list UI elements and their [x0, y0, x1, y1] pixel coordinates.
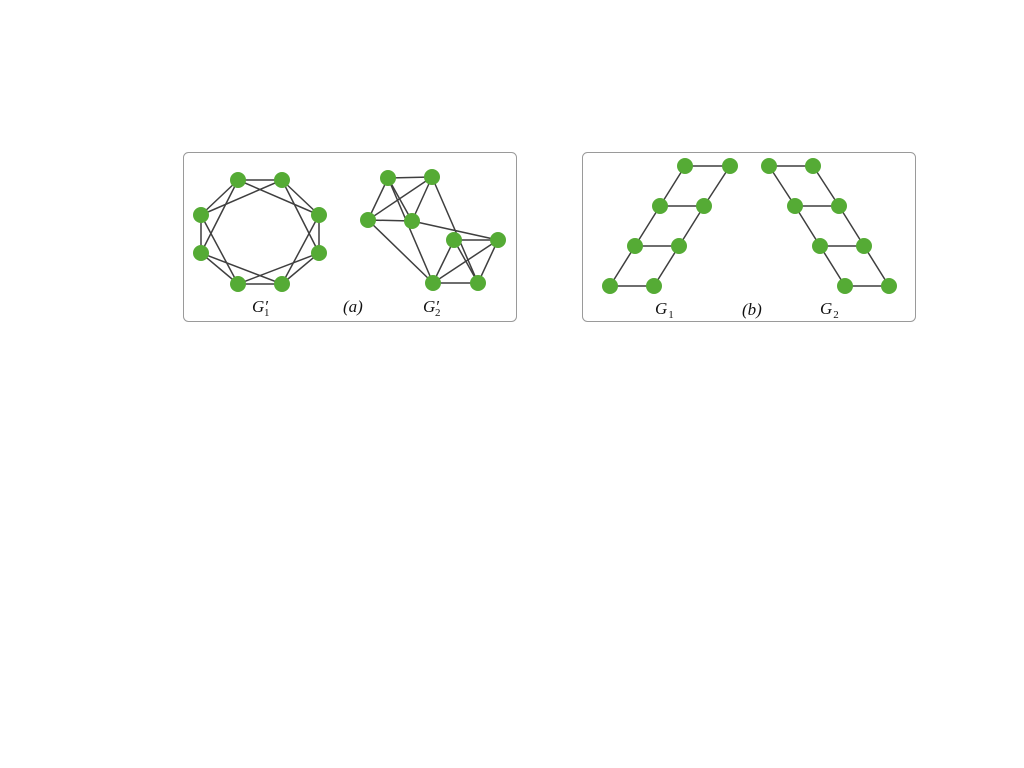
caption-b: (b): [742, 300, 762, 319]
edge-g1-prime-14: [200, 179, 239, 254]
panel-a: G′1 (a) G′2: [183, 152, 517, 322]
edge-g2-prime-3: [387, 177, 413, 222]
edge-g2-prime-14: [453, 239, 479, 284]
node-g1-prime-4: [274, 276, 290, 292]
node-g1-prime-1: [274, 172, 290, 188]
edge-g1-prime-15: [200, 179, 283, 216]
caption-a: (a): [343, 297, 363, 316]
node-g2-6: [837, 278, 853, 294]
edge-g1-prime-9: [281, 179, 320, 254]
edge-g2-prime-9: [411, 220, 499, 241]
edge-g1-prime-13: [200, 214, 239, 285]
node-g1-prime-6: [193, 245, 209, 261]
label-g2-prime: G′2: [423, 297, 441, 319]
edge-g1-prime-8: [237, 179, 320, 216]
edge-g1-prime-7: [200, 179, 239, 216]
edge-g1-prime-11: [237, 252, 320, 285]
graph-g2-prime-nodes: [360, 169, 506, 291]
edge-g2-prime-4: [411, 176, 433, 222]
edge-g2-prime-6: [387, 177, 434, 284]
label-g1-prime: G′1: [252, 297, 270, 319]
graph-g2-nodes: [761, 158, 897, 294]
node-g2-prime-2: [360, 212, 376, 228]
edge-g1-prime-1: [281, 179, 320, 216]
node-g2-5: [856, 238, 872, 254]
node-g2-prime-1: [424, 169, 440, 185]
edge-g1-prime-5: [200, 252, 239, 285]
node-g2-prime-6: [425, 275, 441, 291]
node-g2-7: [881, 278, 897, 294]
node-g2-prime-3: [404, 213, 420, 229]
node-g2-3: [831, 198, 847, 214]
node-g2-4: [812, 238, 828, 254]
node-g2-2: [787, 198, 803, 214]
edge-g1-prime-12: [200, 252, 283, 285]
node-g1-prime-7: [193, 207, 209, 223]
node-g2-prime-0: [380, 170, 396, 186]
label-g1: G1: [655, 299, 674, 321]
node-g1-0: [677, 158, 693, 174]
edge-g2-prime-8: [367, 219, 434, 284]
node-g2-prime-7: [446, 232, 462, 248]
node-g1-4: [627, 238, 643, 254]
graph-g1-nodes: [602, 158, 738, 294]
node-g1-prime-5: [230, 276, 246, 292]
node-g1-prime-0: [230, 172, 246, 188]
node-g1-5: [671, 238, 687, 254]
node-g2-prime-4: [490, 232, 506, 248]
node-g1-6: [602, 278, 618, 294]
node-g1-3: [696, 198, 712, 214]
panel-b: G1 (b) G2: [582, 152, 916, 322]
panel-b-frame: [582, 152, 916, 322]
graph-g1-prime-nodes: [193, 172, 327, 292]
edge-g1-prime-10: [281, 214, 320, 285]
node-g2-1: [805, 158, 821, 174]
node-g1-7: [646, 278, 662, 294]
node-g2-0: [761, 158, 777, 174]
node-g2-prime-5: [470, 275, 486, 291]
node-g1-2: [652, 198, 668, 214]
node-g1-1: [722, 158, 738, 174]
node-g1-prime-3: [311, 245, 327, 261]
edge-g1-prime-3: [281, 252, 320, 285]
label-g2: G2: [820, 299, 839, 321]
node-g1-prime-2: [311, 207, 327, 223]
